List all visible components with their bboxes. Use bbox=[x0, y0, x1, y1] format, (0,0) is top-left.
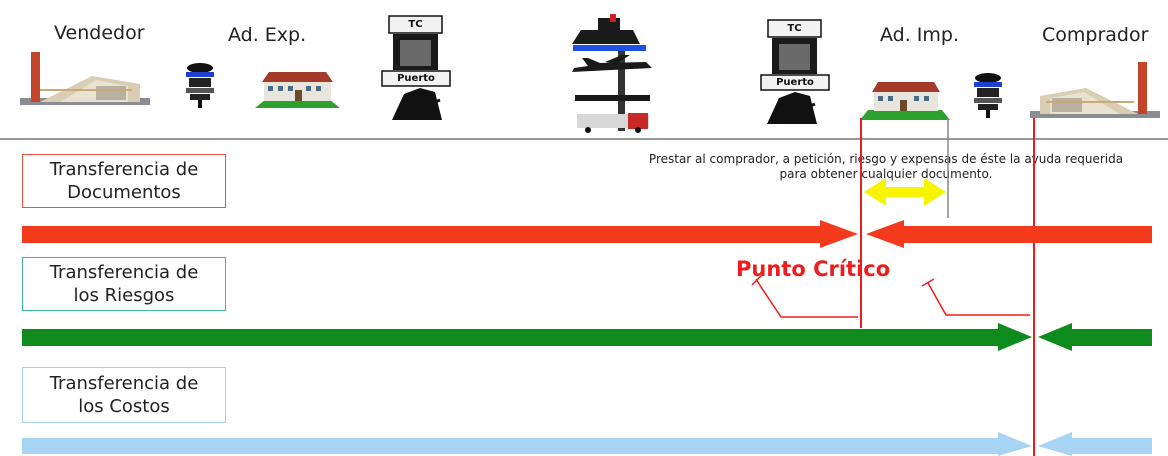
import-customs-label: Ad. Imp. bbox=[880, 24, 960, 46]
documents-seller-arrow bbox=[22, 220, 858, 248]
terminal-left-port-label: Puerto bbox=[397, 73, 435, 84]
help-double-arrow bbox=[864, 178, 946, 206]
illustration-strip bbox=[0, 14, 1168, 140]
documents-box-line2: Documentos bbox=[67, 182, 181, 203]
risks-transfer-box: Transferencia de los Riesgos bbox=[22, 257, 226, 311]
transport-modes-icon bbox=[572, 14, 652, 133]
seller-label: Vendedor bbox=[54, 22, 145, 44]
import-customs-building-icon bbox=[860, 82, 950, 120]
documents-help-note-line1: Prestar al comprador, a petición, riesgo… bbox=[648, 152, 1124, 166]
seller-factory-icon bbox=[20, 52, 150, 105]
documents-box-line1: Transferencia de bbox=[49, 159, 199, 180]
terminal-right-port-label: Puerto bbox=[776, 77, 814, 88]
terminal-right-icon bbox=[760, 19, 830, 124]
export-customs-label: Ad. Exp. bbox=[228, 24, 307, 46]
costs-transfer-box: Transferencia de los Costos bbox=[22, 367, 226, 423]
export-customs-building-icon bbox=[255, 72, 340, 108]
risks-box-line1: Transferencia de bbox=[49, 262, 199, 283]
critical-leader-left bbox=[755, 278, 858, 318]
critical-leader-right bbox=[927, 282, 1030, 316]
terminal-left-tc-label: TC bbox=[408, 19, 423, 30]
terminal-left-icon bbox=[381, 15, 451, 120]
costs-box-line1: Transferencia de bbox=[49, 373, 199, 394]
critical-point-label: Punto Crítico bbox=[736, 257, 891, 281]
risks-box-line2: los Riesgos bbox=[73, 285, 175, 306]
documents-help-note: Prestar al comprador, a petición, riesgo… bbox=[606, 152, 1166, 182]
buyer-factory-icon bbox=[1030, 62, 1160, 118]
truck-left-icon bbox=[186, 63, 214, 108]
buyer-label: Comprador bbox=[1042, 24, 1149, 46]
terminal-right-tc-label: TC bbox=[787, 23, 802, 34]
documents-transfer-box: Transferencia de Documentos bbox=[22, 154, 226, 208]
costs-buyer-arrow bbox=[1038, 432, 1152, 456]
documents-help-note-line2: para obtener cualquier documento. bbox=[779, 167, 993, 181]
risks-seller-arrow bbox=[22, 323, 1032, 351]
costs-box-line2: los Costos bbox=[78, 396, 170, 417]
risks-buyer-arrow bbox=[1038, 323, 1152, 351]
truck-right-icon bbox=[974, 73, 1002, 118]
documents-buyer-arrow bbox=[866, 220, 1152, 248]
costs-seller-arrow bbox=[22, 432, 1032, 456]
